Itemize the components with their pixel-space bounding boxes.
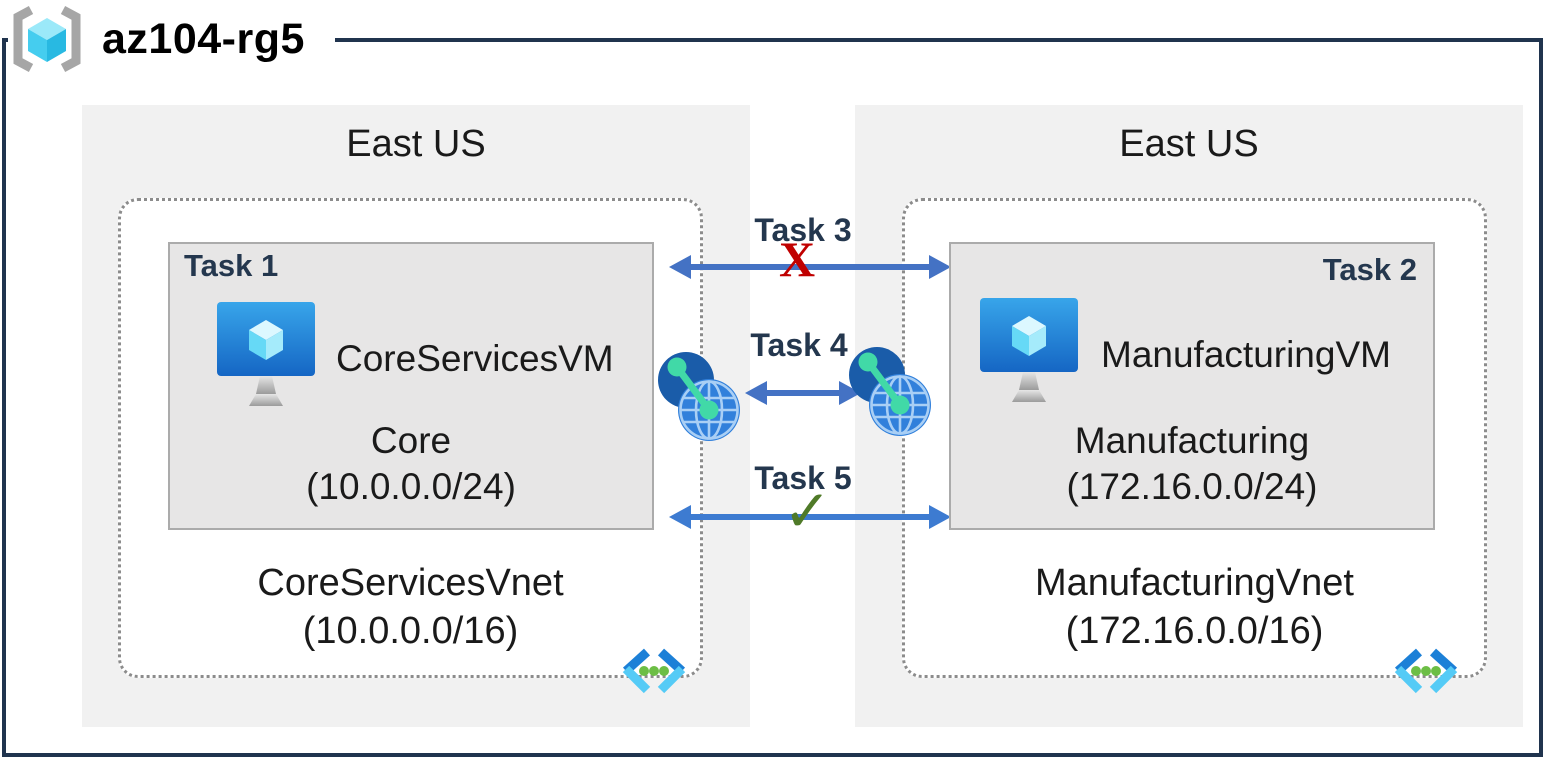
vnet-name: ManufacturingVnet: [1035, 562, 1354, 604]
virtual-machine-icon: [980, 298, 1078, 402]
subnet-name: Core: [370, 420, 452, 461]
connection-task3-label: Task 3: [754, 212, 852, 248]
vm-coreservices: CoreServicesVM: [216, 302, 614, 416]
resource-group-icon: [13, 6, 81, 72]
arrow-task4: [766, 390, 840, 396]
task-1-label: Task 1: [184, 248, 279, 283]
vnet-peering-icon: [849, 347, 931, 436]
region-label: East US: [346, 123, 486, 165]
virtual-network-icon: [1394, 648, 1458, 694]
subnet-box-core: Task 1 CoreServicesVM Co: [168, 242, 654, 530]
blocked-x-mark: X: [779, 231, 816, 287]
vnet-peering-icon: [658, 352, 740, 441]
resource-group-border: [2, 38, 1543, 757]
vm-name: ManufacturingVM: [1101, 334, 1391, 375]
subnet-box-manufacturing: Task 2 ManufacturingVM M: [949, 242, 1435, 530]
vnet-cidr: (172.16.0.0/16): [1065, 610, 1324, 652]
subnet-name: Manufacturing: [1074, 420, 1310, 461]
connection-task5-label: Task 5: [754, 460, 852, 496]
vm-manufacturing: ManufacturingVM: [979, 298, 1391, 412]
arrow-task3: [690, 264, 930, 270]
region-label: East US: [1119, 123, 1259, 165]
subnet-cidr: (172.16.0.0/24): [1066, 466, 1318, 507]
virtual-network-icon: [622, 648, 686, 694]
virtual-machine-icon: [217, 302, 315, 406]
connection-task4-label: Task 4: [750, 327, 848, 363]
resource-group-name: az104-rg5: [102, 14, 305, 63]
vnet-name: CoreServicesVnet: [257, 562, 564, 604]
resource-group-header: az104-rg5: [8, 2, 335, 76]
task-2-label: Task 2: [1322, 252, 1417, 287]
vnet-cidr: (10.0.0.0/16): [302, 610, 519, 652]
allowed-check-mark: ✓: [783, 477, 832, 545]
subnet-cidr: (10.0.0.0/24): [306, 466, 516, 507]
arrow-task5: [690, 514, 930, 520]
vm-name: CoreServicesVM: [336, 338, 614, 379]
